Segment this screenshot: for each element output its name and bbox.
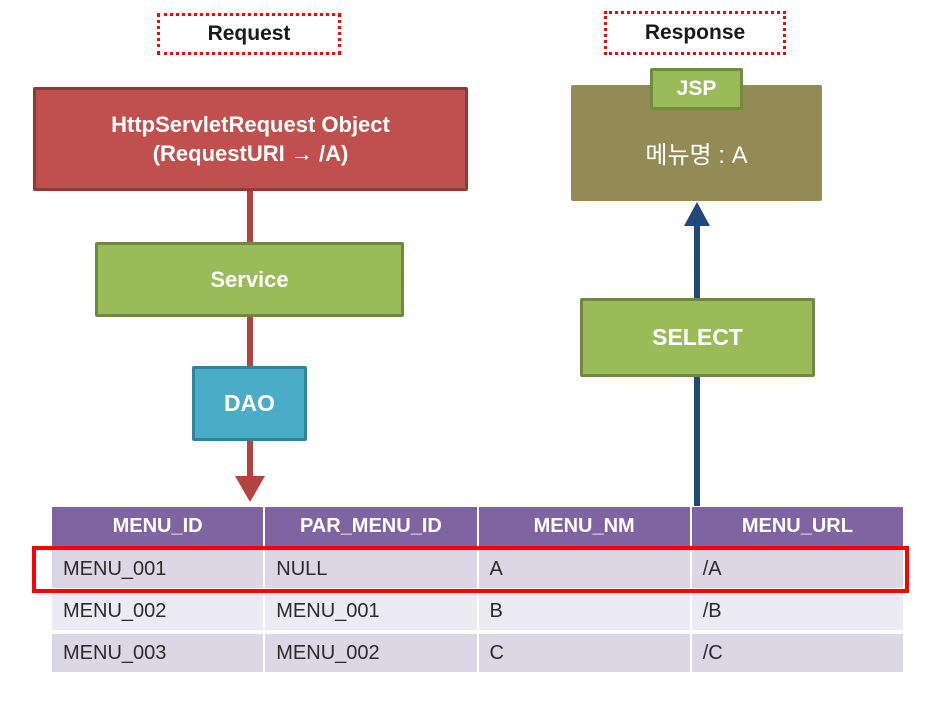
request-label: Request (157, 13, 341, 55)
jsp-box: JSP (650, 68, 743, 110)
arrow-up-icon (684, 202, 710, 226)
table-cell: B (478, 592, 690, 630)
http-box-line1: HttpServletRequest Object (111, 112, 390, 137)
menu-view-text: 메뉴명 : A (645, 141, 748, 169)
request-flow-line (247, 189, 253, 478)
response-label-text: Response (644, 21, 746, 44)
table-cell: NULL (265, 550, 477, 588)
select-box: SELECT (580, 298, 815, 377)
response-label: Response (604, 11, 786, 55)
dao-box-label: DAO (223, 390, 276, 416)
select-box-label: SELECT (652, 324, 743, 350)
http-servlet-request-box: HttpServletRequest Object (RequestURI → … (33, 87, 468, 191)
table-cell: MENU_001 (52, 550, 264, 588)
jsp-box-label: JSP (676, 77, 717, 100)
table-cell: MENU_003 (52, 634, 264, 672)
menu-table-header-menu-nm: MENU_NM (478, 507, 690, 546)
arrow-down-icon (235, 476, 265, 502)
dao-box: DAO (192, 366, 307, 441)
http-box-line2: (RequestURI → /A) (152, 141, 349, 166)
service-box-label: Service (210, 266, 289, 292)
table-cell: C (478, 634, 690, 672)
table-cell: MENU_001 (265, 592, 477, 630)
table-cell: MENU_002 (52, 592, 264, 630)
menu-table-header-par-menu-id: PAR_MENU_ID (265, 507, 477, 546)
table-cell: /A (691, 550, 903, 588)
table-cell: /B (691, 592, 903, 630)
highlighted-row-outline (32, 546, 909, 593)
table-cell: MENU_002 (265, 634, 477, 672)
service-box: Service (95, 242, 404, 317)
table-cell: A (478, 550, 690, 588)
table-cell: /C (691, 634, 903, 672)
menu-table: MENU_ID PAR_MENU_ID MENU_NM MENU_URL MEN… (52, 507, 903, 672)
menu-table-header-menu-id: MENU_ID (52, 507, 264, 546)
request-label-text: Request (207, 22, 291, 45)
menu-table-header-menu-url: MENU_URL (691, 507, 903, 546)
